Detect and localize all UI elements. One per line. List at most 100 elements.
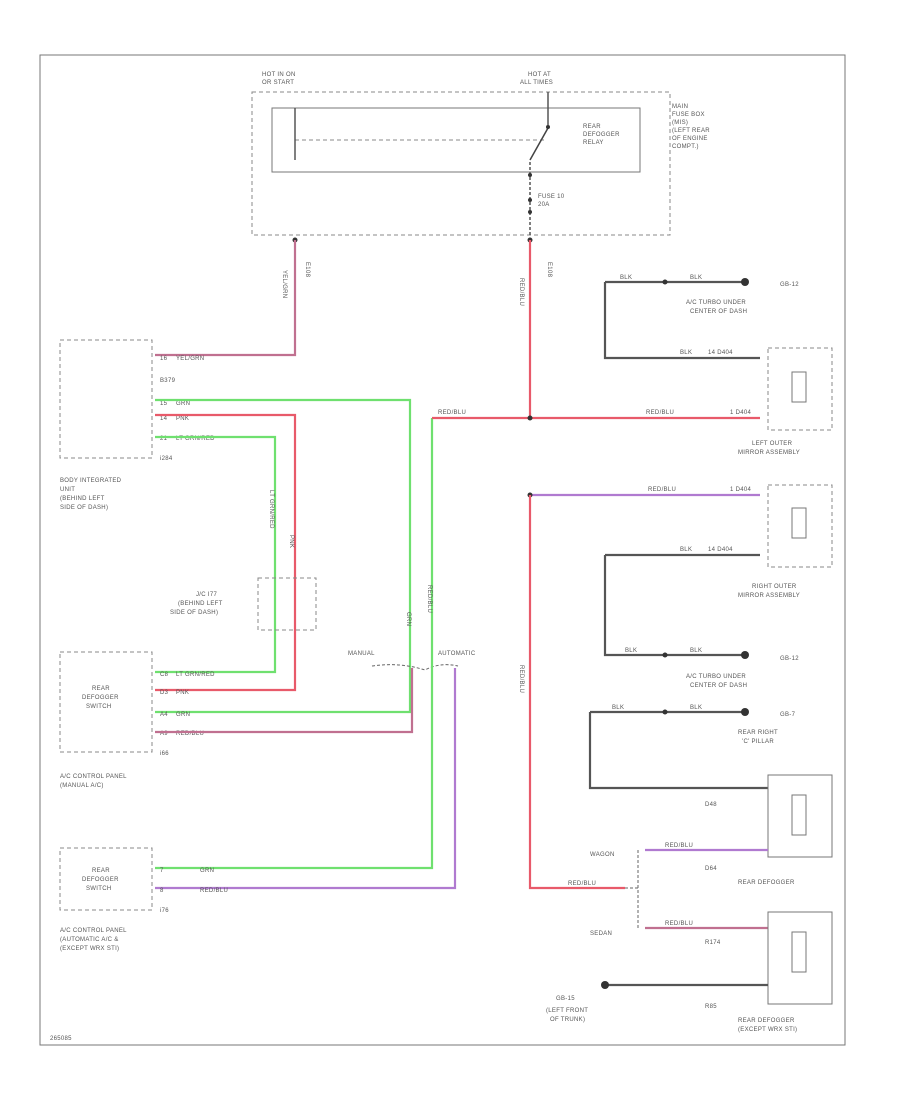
left-mirror-name-2: MIRROR ASSEMBLY bbox=[738, 450, 800, 456]
ground-gb12-second bbox=[741, 651, 749, 659]
auto-name-3: (EXCEPT WRX STI) bbox=[60, 946, 119, 952]
biu-name-3: (BEHIND LEFT bbox=[60, 496, 105, 502]
rear-defogger-sedan-name-2: (EXCEPT WRX STI) bbox=[738, 1027, 797, 1033]
wire-grn-auto bbox=[155, 418, 434, 870]
outer-frame bbox=[39, 54, 846, 1046]
auto-switch-2: DEFOGGER bbox=[82, 877, 119, 883]
fuse-box-label-6: COMPT.) bbox=[672, 144, 699, 150]
manual-panel-outline bbox=[59, 651, 153, 753]
auto-conn: i76 bbox=[160, 908, 169, 914]
left-mirror-pin-bottom: 1 D404 bbox=[730, 410, 752, 416]
manual-pin-d3-color: PNK bbox=[176, 690, 189, 696]
right-mirror-wire-top: RED/BLU bbox=[648, 487, 676, 493]
rear-defogger-wagon-wire: RED/BLU bbox=[665, 843, 693, 849]
split-grn-label: GRN bbox=[405, 612, 411, 626]
fuse-box-label-3: (MIS) bbox=[672, 120, 688, 126]
gb12-second-dot bbox=[662, 652, 668, 658]
rear-defogger-wagon-box bbox=[767, 774, 833, 858]
gb15-id: GB-15 bbox=[556, 996, 575, 1002]
fuse-label-2: 20A bbox=[538, 202, 550, 208]
auto-pin-7-color: GRN bbox=[200, 868, 214, 874]
wire-blk-gb7 bbox=[588, 710, 768, 790]
left-mirror-outline bbox=[767, 347, 833, 431]
biu-outline bbox=[59, 339, 153, 459]
fuse-label-1: FUSE 10 bbox=[538, 194, 565, 200]
auto-pin-7: 7 bbox=[160, 868, 164, 874]
wire-red-blu-label-2: RED/BLU bbox=[646, 410, 674, 416]
fuse-box-label-1: MAIN bbox=[672, 104, 688, 110]
right-mirror-pin-bottom: 14 D404 bbox=[708, 547, 733, 553]
hot-ign-label-1: HOT IN ON bbox=[262, 72, 296, 78]
wire-pnk bbox=[155, 413, 297, 692]
ground-gb12-top bbox=[741, 278, 749, 286]
gb12-second-id: GB-12 bbox=[780, 656, 799, 662]
rear-defogger-wagon-conn-top: D48 bbox=[705, 802, 717, 808]
figure-id: 265085 bbox=[50, 1036, 72, 1042]
auto-switch-1: REAR bbox=[92, 868, 110, 874]
variant-sedan: SEDAN bbox=[590, 931, 612, 937]
auto-pin-8-color: RED/BLU bbox=[200, 888, 228, 894]
left-mirror-name-1: LEFT OUTER bbox=[752, 441, 793, 447]
wire-yel-grn bbox=[155, 240, 297, 357]
manual-switch-3: SWITCH bbox=[86, 704, 111, 710]
biu-pin-21-color: LT GRN/RED bbox=[176, 436, 215, 442]
wire-red-blu-rear bbox=[528, 495, 625, 890]
manual-switch-1: REAR bbox=[92, 686, 110, 692]
wire-red-blu-manual bbox=[155, 668, 414, 734]
gb12-second-desc-2: CENTER OF DASH bbox=[690, 683, 747, 689]
junction-main bbox=[527, 415, 533, 421]
gb12-top-wire-b: BLK bbox=[690, 275, 702, 281]
biu-name-4: SIDE OF DASH) bbox=[60, 505, 108, 511]
right-mirror-heater bbox=[791, 507, 807, 539]
auto-name-2: (AUTOMATIC A/C & bbox=[60, 937, 119, 943]
biu-pin-14: 14 bbox=[160, 416, 168, 422]
rear-defogger-sedan-conn-bottom: R85 bbox=[705, 1004, 717, 1010]
variant-selector bbox=[625, 850, 639, 928]
wire-lt-grn-red-label: LT GRN/RED bbox=[268, 490, 274, 529]
manual-name-1: A/C CONTROL PANEL bbox=[60, 774, 127, 780]
auto-pin-8: 8 bbox=[160, 888, 164, 894]
hot-ign-label-2: OR START bbox=[262, 80, 294, 86]
wire-blk-right-mirror bbox=[603, 553, 760, 657]
right-mirror-pin-top: 1 D404 bbox=[730, 487, 752, 493]
ground-gb7 bbox=[741, 708, 749, 716]
gb7-dot bbox=[662, 709, 668, 715]
gb12-top-wire-a: BLK bbox=[620, 275, 632, 281]
main-red-wire-label: RED/BLU bbox=[518, 278, 524, 306]
conn-e108-right: E108 bbox=[546, 262, 552, 278]
manual-conn: i66 bbox=[160, 751, 169, 757]
split-manual: MANUAL bbox=[348, 651, 375, 657]
right-mirror-name-1: RIGHT OUTER bbox=[752, 584, 797, 590]
wire-red-blu-rear-label: RED/BLU bbox=[518, 665, 524, 693]
relay-label-2: DEFOGGER bbox=[583, 132, 620, 138]
gb7-desc-2: 'C' PILLAR bbox=[742, 739, 774, 745]
biu-pin-15-color: GRN bbox=[176, 401, 190, 407]
rear-defogger-wagon-name: REAR DEFOGGER bbox=[738, 880, 795, 886]
gb15-desc-2: OF TRUNK) bbox=[550, 1017, 585, 1023]
wire-grn-biu-manual bbox=[155, 398, 412, 714]
biu-pin-21: 21 bbox=[160, 436, 168, 442]
manual-pin-a9: A9 bbox=[160, 731, 168, 737]
hot-all-label-1: HOT AT bbox=[528, 72, 551, 78]
gb12-top-desc-1: A/C TURBO UNDER bbox=[686, 300, 746, 306]
auto-switch-3: SWITCH bbox=[86, 886, 111, 892]
fuse-box-label-5: OF ENGINE bbox=[672, 136, 708, 142]
biu-pin-16: 16 bbox=[160, 356, 168, 362]
wire-red-blu-label-1: RED/BLU bbox=[438, 410, 466, 416]
manual-pin-a4-color: GRN bbox=[176, 712, 190, 718]
jc-name-1: J/C I77 bbox=[196, 592, 217, 598]
left-mirror-pin-top: 14 D404 bbox=[708, 350, 733, 356]
gb12-second-desc-1: A/C TURBO UNDER bbox=[686, 674, 746, 680]
fuse-dot-2 bbox=[528, 198, 532, 202]
fuse-box-label-4: (LEFT REAR bbox=[672, 128, 710, 134]
rear-defogger-sedan-wire: RED/BLU bbox=[665, 921, 693, 927]
gb12-second-wire-b: BLK bbox=[690, 648, 702, 654]
biu-conn-bottom: i284 bbox=[160, 456, 173, 462]
auto-name-1: A/C CONTROL PANEL bbox=[60, 928, 127, 934]
gb7-wire-a: BLK bbox=[612, 705, 624, 711]
relay-contact-dot bbox=[546, 125, 550, 129]
gb7-wire-b: BLK bbox=[690, 705, 702, 711]
wire-lt-grn-red bbox=[155, 435, 277, 674]
gb7-id: GB-7 bbox=[780, 712, 796, 718]
biu-pin-16-color: YEL/GRN bbox=[176, 356, 204, 362]
